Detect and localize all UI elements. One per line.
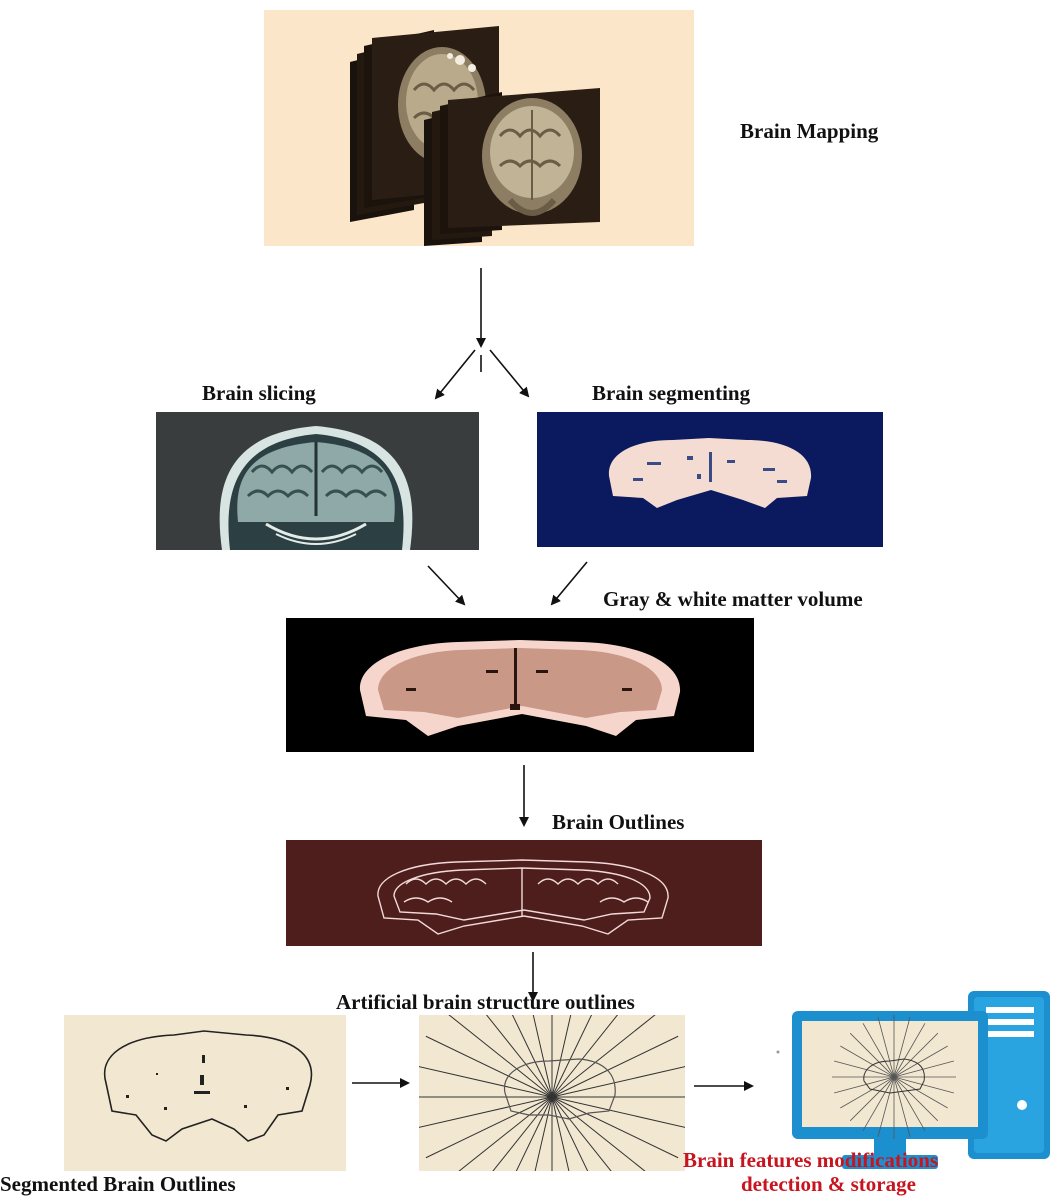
label-features-line1: Brain features modifications — [683, 1148, 938, 1173]
artificial-outlines-image — [419, 1015, 685, 1171]
brain-segmenting-image — [537, 412, 883, 547]
arrow-slicing-to-volume — [428, 566, 464, 604]
gray-white-volume-image — [286, 618, 754, 752]
computer-storage-icon — [786, 985, 1058, 1175]
label-brain-slicing: Brain slicing — [202, 381, 316, 406]
label-brain-mapping: Brain Mapping — [740, 119, 878, 144]
slice-stack-front — [424, 88, 600, 246]
segmented-outlines-image — [64, 1015, 346, 1171]
arrow-segmenting-to-volume — [552, 562, 587, 604]
label-segmented-outlines: Segmented Brain Outlines — [0, 1172, 236, 1197]
arrow-to-slicing — [436, 350, 475, 398]
label-brain-outlines: Brain Outlines — [552, 810, 684, 835]
brain-outlines-image — [286, 840, 762, 946]
outlines-background — [286, 840, 762, 946]
dot-mark — [777, 1051, 780, 1054]
label-gray-white-volume: Gray & white matter volume — [603, 587, 863, 612]
label-features-line2: detection & storage — [741, 1172, 916, 1197]
arrow-to-segmenting — [490, 350, 528, 396]
label-artificial-outlines: Artificial brain structure outlines — [336, 990, 635, 1015]
label-brain-segmenting: Brain segmenting — [592, 381, 750, 406]
brain-slicing-image — [156, 412, 479, 550]
monitor-icon — [792, 1011, 988, 1169]
brain-mapping-image — [264, 10, 694, 246]
